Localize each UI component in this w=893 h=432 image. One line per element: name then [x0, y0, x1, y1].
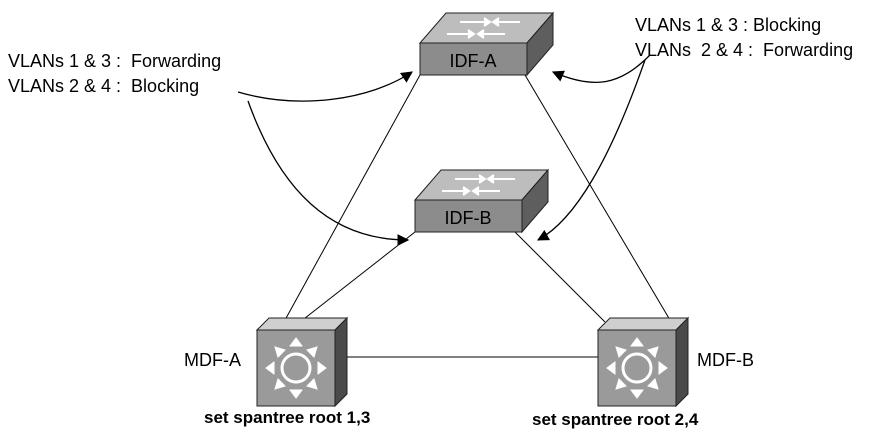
- right-annotation-line-1: VLANs 1 & 3 : Blocking: [635, 15, 822, 35]
- mdf-b-top: [596, 317, 690, 331]
- idf-a-switch[interactable]: [418, 11, 555, 77]
- idf-b-switch[interactable]: [413, 168, 550, 234]
- link-idf-a-mdf-a: [284, 74, 421, 321]
- workgroup-switch-icon: [442, 174, 515, 196]
- arrow-left-to-idf-a: [237, 71, 413, 102]
- link-idf-a-mdf-b: [524, 74, 671, 321]
- mdf-a-label: MDF-A: [184, 350, 241, 370]
- left-annotation-line-1: VLANs 1 & 3 : Forwarding: [8, 51, 222, 71]
- right-annotation-line-2: VLANs 2 & 4 : Forwarding: [635, 40, 854, 60]
- idf-b-front: [414, 199, 523, 233]
- left-annotation-line-2: VLANs 2 & 4 : Blocking: [8, 76, 200, 96]
- link-idf-b-mdf-b: [514, 231, 606, 323]
- mdf-b-label: MDF-B: [697, 350, 754, 370]
- idf-a-label: IDF-A: [450, 51, 497, 71]
- multilayer-switch-icon: [606, 337, 668, 399]
- annotation-arrows: [237, 54, 651, 246]
- arrow-left-to-idf-b: [247, 100, 410, 246]
- mdf-a-side: [334, 316, 348, 408]
- arrow-right-to-idf-a: [551, 54, 651, 84]
- links: [284, 74, 671, 358]
- arrow-right-to-idf-b: [536, 59, 646, 241]
- link-idf-b-mdf-a: [299, 231, 416, 323]
- mdf-b-side: [675, 316, 689, 408]
- idf-b-label: IDF-B: [445, 208, 492, 228]
- mdf-a-switch[interactable]: [255, 316, 349, 408]
- workgroup-switch-icon: [447, 17, 520, 39]
- multilayer-switch-icon: [265, 337, 327, 399]
- mdf-b-root-command: set spantree root 2,4: [532, 410, 699, 429]
- mdf-a-root-command: set spantree root 1,3: [204, 408, 371, 427]
- mdf-a-top: [255, 317, 349, 331]
- idf-a-front: [419, 42, 528, 76]
- mdf-b-switch[interactable]: [596, 316, 690, 408]
